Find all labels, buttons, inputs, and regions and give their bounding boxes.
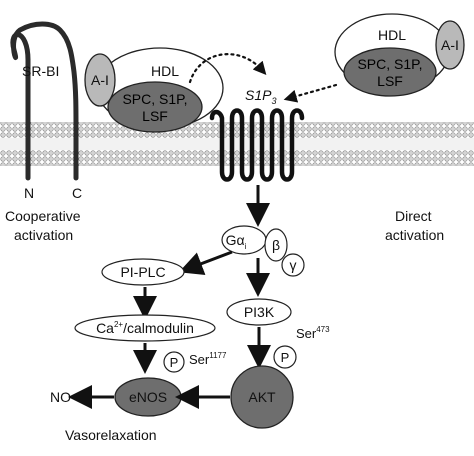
- s1p3-receptor: [209, 108, 305, 182]
- lipids-right-line1: SPC, S1P,: [357, 56, 422, 72]
- dotted-arrow-right: [283, 83, 338, 103]
- akt-label: AKT: [248, 389, 276, 405]
- phospho-akt-label: P: [281, 350, 290, 365]
- hdl-right-label: HDL: [378, 27, 406, 43]
- cooperative-activation-line2: activation: [14, 227, 73, 243]
- ser1177-label: Ser1177: [189, 351, 227, 367]
- pi3k-label: PI3K: [244, 304, 275, 320]
- hdl-left-label: HDL: [151, 63, 179, 79]
- sr-bi-label: SR-BI: [22, 63, 59, 79]
- phospho-enos-label: P: [170, 355, 179, 370]
- c-terminus-label: C: [72, 185, 82, 201]
- hdl-particle-left: A-I HDL SPC, S1P, LSF: [84, 47, 224, 133]
- calcium-calmodulin-node: [74, 314, 216, 342]
- pi-plc-label: PI-PLC: [120, 264, 165, 280]
- phospho-akt-node: [273, 345, 297, 369]
- direct-activation-line2: activation: [385, 227, 444, 243]
- akt-node: [230, 365, 294, 429]
- arrow-galpha-to-piplc: [178, 250, 233, 275]
- n-terminus-label: N: [24, 185, 34, 201]
- direct-activation-line1: Direct: [395, 208, 432, 224]
- vasorelaxation-label: Vasorelaxation: [65, 427, 157, 443]
- pi3k-node: [226, 298, 292, 326]
- g-gamma-node: [281, 253, 305, 277]
- s1p3-label: S1P3: [245, 87, 276, 106]
- g-protein: Gαi β γ: [221, 225, 305, 277]
- dotted-arrow-left: [188, 53, 267, 84]
- sr-bi-receptor: [10, 21, 79, 181]
- calcium-calmodulin-label: Ca2+/calmodulin: [96, 320, 194, 336]
- lipids-right-line2: LSF: [377, 73, 403, 89]
- cell-membrane: [0, 122, 474, 166]
- apoa1-right: [435, 20, 465, 70]
- lipid-core-left: [107, 81, 203, 133]
- lipid-core-right: [343, 47, 437, 97]
- g-alpha-label: Gαi: [226, 232, 247, 251]
- lipids-left-line2: LSF: [142, 108, 168, 124]
- enos-label: eNOS: [129, 389, 167, 405]
- g-beta-node: [264, 228, 288, 262]
- phospho-enos-node: [163, 351, 185, 373]
- cooperative-activation-line1: Cooperative: [5, 208, 81, 224]
- ser473-label: Ser473: [296, 325, 330, 341]
- no-label: NO: [50, 389, 71, 405]
- pi-plc-node: [101, 258, 185, 286]
- apoa1-left-label: A-I: [91, 72, 109, 88]
- apoa1-right-label: A-I: [441, 37, 459, 53]
- g-beta-label: β: [272, 237, 280, 253]
- apoa1-left: [84, 53, 116, 107]
- hdl-particle-right: A-I HDL SPC, S1P, LSF: [334, 13, 465, 97]
- g-gamma-label: γ: [290, 257, 297, 273]
- lipids-left-line1: SPC, S1P,: [122, 91, 187, 107]
